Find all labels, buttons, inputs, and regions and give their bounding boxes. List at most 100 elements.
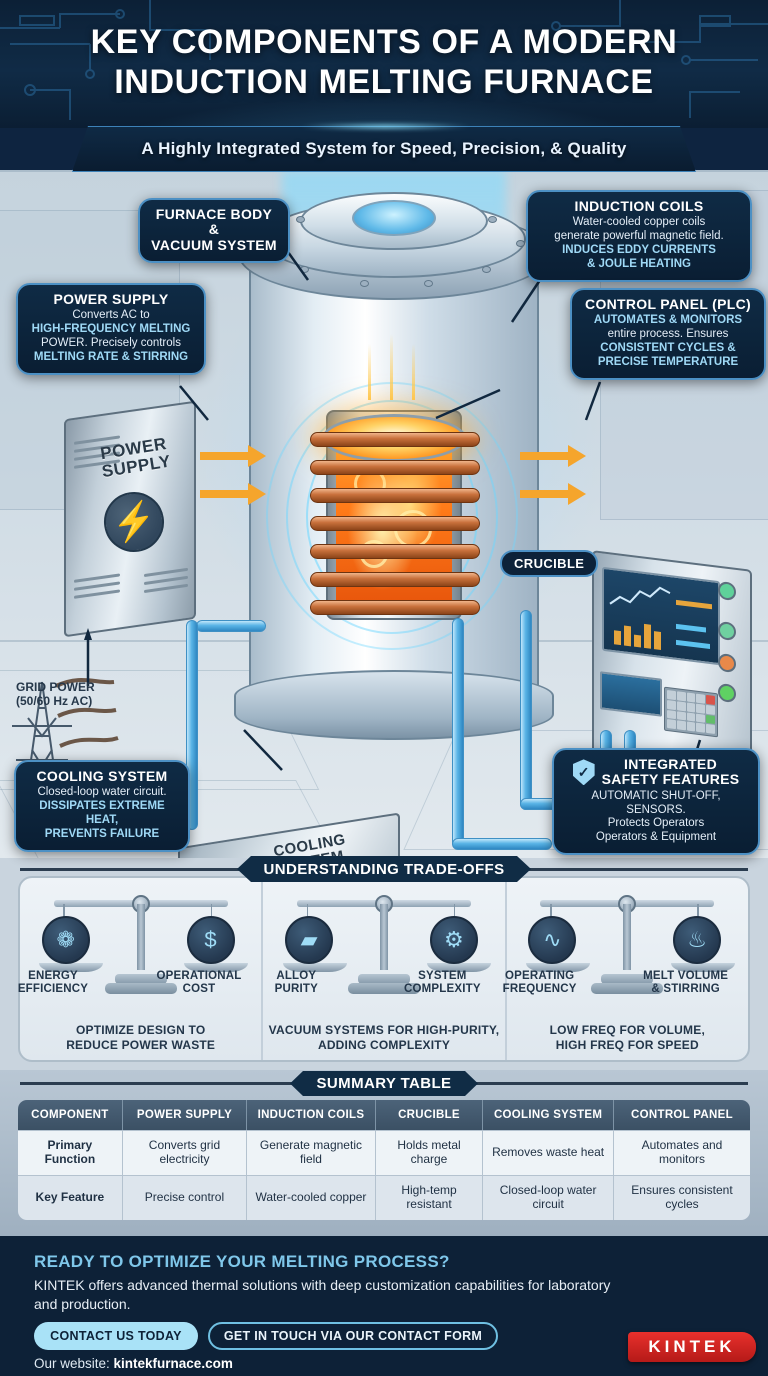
balance-scale-icon: ▰ ⚙ ALLOY PURITY SYSTEM COMPLEXITY [263, 886, 504, 995]
table-cell: Automates and monitors [613, 1130, 750, 1175]
summary-table: COMPONENT POWER SUPPLY INDUCTION COILS C… [18, 1100, 750, 1220]
tradeoffs-section: UNDERSTANDING TRADE-OFFS ❁ $ ENERGY EFFI… [0, 858, 768, 1070]
tradeoff-footer: LOW FREQ FOR VOLUME, HIGH FREQ FOR SPEED [549, 1023, 705, 1052]
table-header-cell: INDUCTION COILS [247, 1100, 376, 1130]
grid-power-annotation: GRID POWER (50/60 Hz AC) [16, 680, 95, 708]
callout-body-line3: CONSISTENT CYCLES & [600, 341, 736, 354]
heat-ray [368, 344, 371, 400]
callout-body-line1: AUTOMATES & MONITORS [593, 314, 743, 327]
grid-power-line1: GRID POWER [16, 680, 95, 694]
tradeoff-footer: VACUUM SYSTEMS FOR HIGH-PURITY, ADDING C… [268, 1023, 500, 1052]
plc-display-screen[interactable] [602, 566, 720, 666]
table-row: Key Feature Precise control Water-cooled… [18, 1174, 750, 1220]
table-header-cell: POWER SUPPLY [122, 1100, 248, 1130]
callout-body-line2: Protects Operators [607, 817, 705, 830]
kintek-logo: KINTEK [628, 1332, 756, 1362]
cta-body: KINTEK offers advanced thermal solutions… [34, 1277, 611, 1313]
lid-bolt [482, 266, 491, 273]
table-cell: Converts grid electricity [122, 1130, 248, 1175]
water-pipe [452, 618, 464, 848]
induction-coil-turn [310, 600, 480, 615]
plc-keypad[interactable] [664, 686, 718, 738]
contact-form-button[interactable]: GET IN TOUCH VIA OUR CONTACT FORM [208, 1322, 498, 1350]
callout-title: INTEGRATED SAFETY FEATURES [601, 756, 740, 788]
callout-body-line4: & JOULE HEATING [587, 257, 691, 270]
callout-cooling-system[interactable]: COOLING SYSTEM Closed-loop water circuit… [14, 760, 190, 852]
subtitle-glow [300, 123, 470, 130]
crucible-assembly [266, 334, 518, 650]
induction-coil-turn [310, 516, 480, 531]
callout-body: AUTOMATIC SHUT-OFF, SENSORS. Protects Op… [565, 790, 747, 845]
callout-body: Closed-loop water circuit. DISSIPATES EX… [27, 786, 177, 841]
table-row-label: Key Feature [18, 1174, 123, 1220]
water-pipe [452, 838, 552, 850]
induction-coil-turn [310, 544, 480, 559]
callout-title: POWER SUPPLY [53, 291, 169, 307]
table-cell: Generate magnetic field [247, 1130, 376, 1175]
callout-title: COOLING SYSTEM [36, 768, 168, 784]
money-icon: $ [186, 916, 235, 964]
callout-body-line1: Water-cooled copper coils [572, 216, 706, 229]
table-header-cell: COOLING SYSTEM [483, 1100, 614, 1130]
table-cell: Ensures consistent cycles [613, 1174, 750, 1220]
power-flow-arrow [568, 445, 586, 467]
induction-coil-turn [310, 488, 480, 503]
callout-body: Water-cooled copper coils generate power… [539, 216, 739, 271]
lid-bolt [488, 216, 497, 223]
tradeoff-left-label: ENERGY EFFICIENCY [17, 970, 89, 995]
induction-coil-turn [310, 460, 480, 475]
furnace-vacuum-port [352, 200, 436, 236]
tradeoff-column-energy: ❁ $ ENERGY EFFICIENCY OPERATIONAL COST O… [18, 878, 261, 1060]
callout-title: INDUCTION COILS [574, 198, 704, 214]
heat-ray [412, 344, 415, 400]
callout-body-line4: PRECISE TEMPERATURE [597, 355, 739, 368]
header-banner: KEY COMPONENTS OF A MODERN INDUCTION MEL… [0, 0, 768, 128]
table-header-cell: CRUCIBLE [375, 1100, 484, 1130]
tradeoff-left-label: ALLOY PURITY [274, 970, 319, 995]
callout-furnace-body[interactable]: FURNACE BODY & VACUUM SYSTEM [138, 198, 290, 264]
callout-induction-coils[interactable]: INDUCTION COILS Water-cooled copper coil… [526, 190, 752, 282]
callout-title-line2: SAFETY FEATURES [601, 771, 740, 788]
table-header-cell: COMPONENT [18, 1100, 123, 1130]
cta-heading: READY TO OPTIMIZE YOUR MELTING PROCESS? [34, 1252, 450, 1271]
table-cell: Closed-loop water circuit [483, 1174, 614, 1220]
plc-secondary-display[interactable] [600, 671, 662, 717]
water-pipe [520, 610, 532, 810]
page-title-line-2: INDUCTION MELTING FURNACE [114, 63, 654, 102]
power-flow-arrow-stem [520, 490, 568, 498]
power-flow-arrow [248, 445, 266, 467]
table-cell: Water-cooled copper [247, 1174, 376, 1220]
footer-cta: READY TO OPTIMIZE YOUR MELTING PROCESS? … [0, 1236, 768, 1376]
callout-body-line3: PREVENTS FAILURE [44, 827, 160, 840]
furnace-base [234, 670, 554, 740]
metal-ingot-icon: ▰ [285, 916, 334, 964]
callout-body-line2: generate powerful magnetic field. [554, 230, 724, 243]
table-cell: Holds metal charge [375, 1130, 484, 1175]
tradeoff-right-label: OPERATIONAL COST [156, 970, 242, 995]
callout-body-line1: Converts AC to [72, 309, 150, 322]
power-flow-arrow [248, 483, 266, 505]
lid-bolt [296, 216, 305, 223]
tradeoff-right-label: SYSTEM COMPLEXITY [403, 970, 481, 995]
lid-bolt [300, 266, 309, 273]
circuit-pattern-icon [0, 0, 768, 120]
callout-power-supply[interactable]: POWER SUPPLY Converts AC to HIGH-FREQUEN… [16, 283, 206, 375]
power-flow-arrow-stem [200, 490, 248, 498]
crucible-label-tag: CRUCIBLE [500, 550, 599, 577]
table-header-cell: CONTROL PANEL [613, 1100, 750, 1130]
callout-body: Converts AC to HIGH-FREQUENCY MELTING PO… [29, 309, 193, 364]
page-subtitle: A Highly Integrated System for Speed, Pr… [141, 139, 627, 158]
website-url[interactable]: kintekfurnace.com [113, 1356, 233, 1371]
leaf-icon: ❁ [41, 916, 90, 964]
balance-scale-icon: ❁ $ ENERGY EFFICIENCY OPERATIONAL COST [18, 886, 261, 995]
callout-control-panel[interactable]: CONTROL PANEL (PLC) AUTOMATES & MONITORS… [570, 288, 766, 380]
magnetic-field-arc [286, 400, 498, 634]
website-line: Our website: kintekfurnace.com [34, 1356, 233, 1371]
plc-chart-graphic [609, 586, 712, 650]
callout-safety-features[interactable]: ✓ INTEGRATED SAFETY FEATURES AUTOMATIC S… [552, 748, 760, 855]
contact-us-button[interactable]: CONTACT US TODAY [34, 1322, 198, 1350]
power-flow-arrow-stem [200, 452, 248, 460]
summary-table-section: SUMMARY TABLE COMPONENT POWER SUPPLY IND… [0, 1070, 768, 1236]
callout-title-line1: FURNACE BODY & [155, 206, 273, 238]
